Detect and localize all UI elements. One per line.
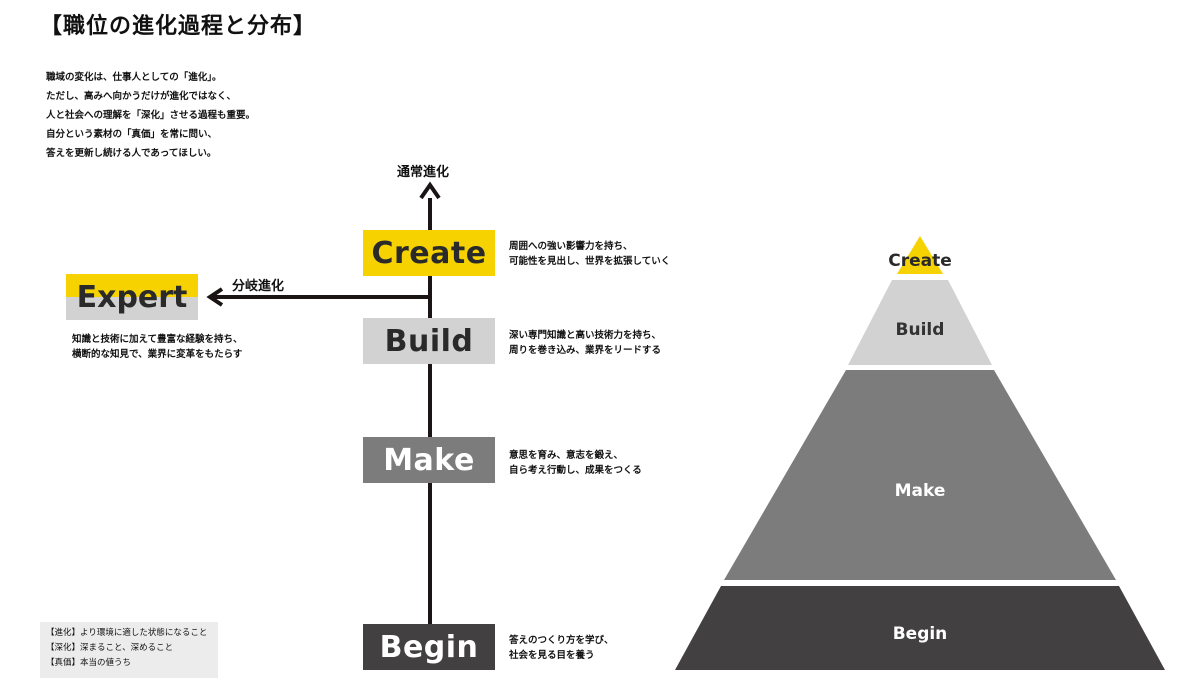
desc-line: 知識と技術に加えて豊富な経験を持ち、 [72, 334, 243, 345]
desc-line: 深い専門知識と高い技術力を持ち、 [509, 330, 662, 341]
desc-line: 横断的な知見で、業界に変革をもたらす [72, 349, 243, 360]
desc-line: 可能性を見出し、世界を拡張していく [509, 256, 671, 267]
desc-line: 社会を見る目を養う [509, 650, 595, 661]
stage-begin: Begin [363, 624, 495, 670]
pyramid-label-build: Build [896, 320, 945, 340]
pyramid-label-make: Make [895, 481, 946, 501]
intro-text: 職域の変化は、仕事人としての「進化」。 ただし、高みへ向かうだけが進化ではなく、… [46, 68, 255, 163]
desc-line: 周りを巻き込み、業界をリードする [509, 345, 662, 356]
stage-expert: Expert [66, 274, 198, 320]
desc-line: 周囲への強い影響力を持ち、 [509, 241, 633, 252]
branch-arrow-head [206, 287, 224, 307]
vertical-axis-label: 通常進化 [397, 165, 450, 180]
branch-axis-label: 分岐進化 [232, 279, 285, 294]
stage-create-desc: 周囲への強い影響力を持ち、 可能性を見出し、世界を拡張していく [509, 239, 670, 269]
pyramid-make [724, 370, 1116, 580]
intro-line: 人と社会への理解を「深化」させる過程も重要。 [46, 110, 256, 121]
desc-line: 意思を育み、意志を鍛え、 [509, 450, 624, 461]
pyramid-begin [675, 586, 1165, 670]
desc-line: 答えのつくり方を学び、 [509, 635, 614, 646]
stage-create: Create [363, 230, 495, 276]
glossary-item: 【真価】本当の値うち [46, 658, 132, 668]
stage-build-desc: 深い専門知識と高い技術力を持ち、 周りを巻き込み、業界をリードする [509, 328, 661, 358]
intro-line: 答えを更新し続ける人であってほしい。 [46, 148, 217, 159]
glossary-item: 【深化】深まること、深めること [46, 643, 174, 653]
stage-begin-desc: 答えのつくり方を学び、 社会を見る目を養う [509, 633, 614, 663]
pyramid-build [848, 280, 992, 365]
page-title: 【職位の進化過程と分布】 [40, 14, 317, 39]
stage-make-desc: 意思を育み、意志を鍛え、 自ら考え行動し、成果をつくる [509, 448, 642, 478]
intro-line: 職域の変化は、仕事人としての「進化」。 [46, 72, 222, 83]
expert-box-top [66, 274, 198, 297]
pyramid-label-begin: Begin [893, 624, 948, 644]
pyramid-create [897, 236, 943, 274]
glossary-box: 【進化】より環境に適した状態になること 【深化】深まること、深めること 【真価】… [40, 622, 218, 678]
vertical-arrow-head [419, 181, 441, 200]
pyramid-label-create: Create [888, 251, 952, 271]
expert-box-bottom [66, 297, 198, 320]
intro-line: 自分という素材の「真価」を常に問い、 [46, 129, 218, 140]
expert-label: Expert [76, 279, 188, 315]
expert-desc: 知識と技術に加えて豊富な経験を持ち、 横断的な知見で、業界に変革をもたらす [72, 332, 243, 362]
stage-build: Build [363, 318, 495, 364]
intro-line: ただし、高みへ向かうだけが進化ではなく、 [46, 91, 237, 102]
stage-make: Make [363, 437, 495, 483]
desc-line: 自ら考え行動し、成果をつくる [509, 465, 642, 476]
glossary-item: 【進化】より環境に適した状態になること [46, 628, 208, 638]
